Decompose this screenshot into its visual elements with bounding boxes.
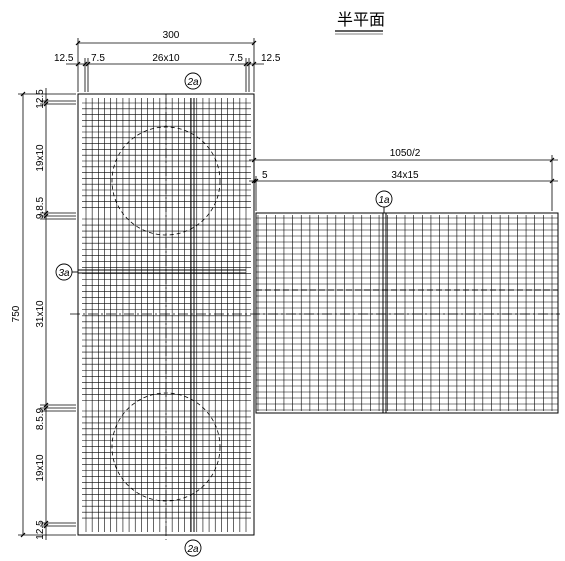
svg-text:2a: 2a [186,544,199,555]
callout-2a-bottom: 2a [184,539,202,557]
top-dimension-chain [66,38,264,92]
svg-text:1a: 1a [378,195,390,206]
dim-left-total: 750 [11,305,22,322]
svg-text:3a: 3a [58,268,70,279]
dim-left-top-edge: 12.5 [35,89,46,109]
callout-1a-right: 1a [375,190,393,213]
rebar-3a [78,269,246,274]
dim-top-cover-right: 7.5 [229,53,243,64]
callout-2a-top: 2a [184,72,202,90]
callout-3a-left: 3a [55,263,78,281]
dim-left-grid-b: 31x10 [35,300,46,328]
left-dimension-chain [18,88,76,540]
pier-horizontal-bars [82,102,251,519]
dim-top-grid: 26x10 [152,53,180,64]
dim-right-offset: 5 [262,170,268,181]
dim-left-bottom-edge: 12.5 [35,520,46,540]
svg-text:2a: 2a [186,77,199,88]
rebar-2a [190,98,195,532]
dim-right-grid: 34x15 [391,170,419,181]
dim-top-total: 300 [163,30,180,41]
pier-vertical-bars [85,98,247,532]
drawing-title: 半平面 [337,10,385,29]
rebar-1a [382,213,387,413]
deck-outline [255,212,559,414]
dim-right-total: 1050/2 [390,148,421,159]
dim-top-edge-left: 12.5 [54,53,74,64]
dim-left-gap-a: 9.8.5 [35,196,46,219]
dim-top-edge-right: 12.5 [261,53,281,64]
dim-left-gap-b: 8.5.9 [35,407,46,430]
dim-left-grid-a: 19x10 [35,144,46,172]
pile-circle-lower [111,392,221,502]
deck-vertical-bars [257,215,553,411]
dim-top-cover-left: 7.5 [91,53,105,64]
right-dimension-chain [249,155,558,211]
dim-left-grid-c: 19x10 [35,454,46,482]
